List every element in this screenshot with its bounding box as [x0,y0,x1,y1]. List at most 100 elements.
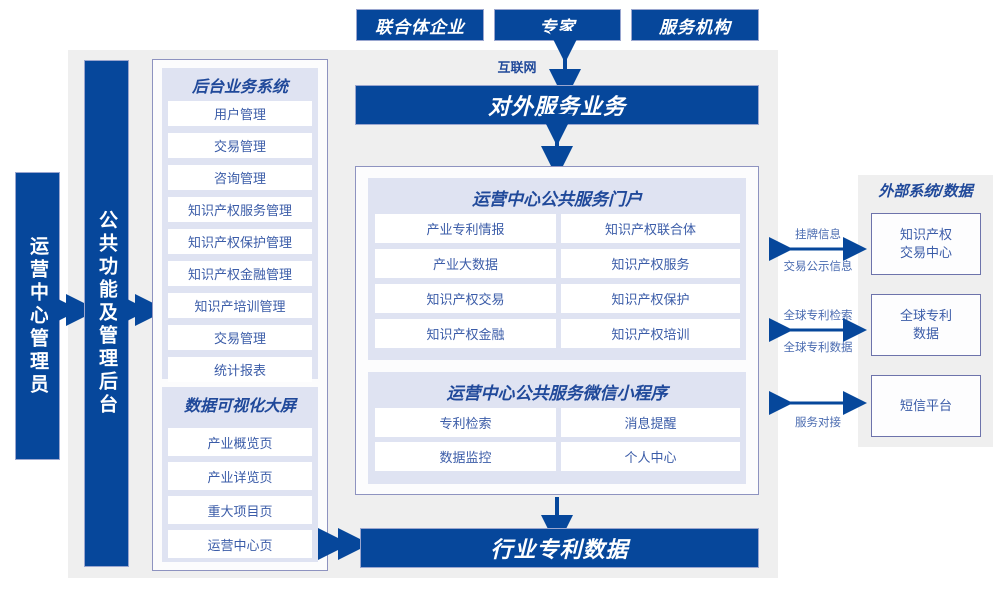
miniprogram-item[interactable]: 专利检索 [375,408,556,437]
top-actor-专家[interactable]: 专家 [494,9,621,41]
visualization-item[interactable]: 运营中心页 [168,530,312,558]
portal-item[interactable]: 知识产权服务 [561,249,740,278]
portal-title-text: 运营中心公共服务门户 [472,189,642,209]
admin-to-public-function-arrow [48,294,98,326]
external-connection-label-below: 交易公示信息 [772,258,864,274]
visualization-item-label: 产业详览页 [207,469,273,485]
portal-item-label: 知识产权服务 [611,257,690,272]
external-box-label: 知识产权 交易中心 [899,227,952,260]
portal-title: 运营中心公共服务门户 [368,182,746,212]
backend-item-label: 统计报表 [213,363,266,378]
internet-arrow [549,31,581,101]
backend-item-label: 知识产权金融管理 [187,267,292,282]
left-column-operations-admin[interactable]: 运营中心管理员 [15,172,60,460]
backend-item-label: 交易管理 [213,139,266,154]
left-column-label: 运营中心管理员 [27,235,48,397]
data-visualization-title: 数据可视化大屏 [162,390,318,418]
visualization-item-label: 运营中心页 [207,537,273,553]
external-service-bar[interactable]: 对外服务业务 [355,85,759,125]
portal-item-label: 知识产权交易 [426,292,505,307]
external-connection-label-text: 全球专利检索 [783,310,853,322]
external-box-ip-trading-center[interactable]: 知识产权 交易中心 [871,213,981,275]
internet-label-text: 互联网 [497,60,537,75]
portal-item[interactable]: 产业专利情报 [375,214,556,243]
visualization-item-label: 重大项目页 [207,503,273,519]
external-box-sms-platform[interactable]: 短信平台 [871,375,981,437]
external-connection-label-text: 交易公示信息 [783,261,853,273]
backend-item[interactable]: 知识产权保护管理 [168,229,312,254]
backend-item[interactable]: 知识产权金融管理 [168,261,312,286]
portal-to-industry-data-arrow [541,497,573,547]
external-connection-label-text: 挂牌信息 [795,229,841,241]
external-box-label: 全球专利 数据 [899,308,952,341]
backend-item[interactable]: 知识产权服务管理 [168,197,312,222]
portal-item-label: 知识产权联合体 [604,222,696,237]
portal-item-label: 产业大数据 [432,257,498,272]
backend-item-label: 知识产权保护管理 [187,235,292,250]
backend-to-industry-data-arrow [318,528,370,560]
external-connection-label-above: 全球专利检索 [772,307,864,323]
top-actor-label: 联合体企业 [375,17,465,37]
external-connection-label-text: 全球专利数据 [783,342,853,354]
visualization-item[interactable]: 产业概览页 [168,428,312,456]
backend-business-title-text: 后台业务系统 [191,79,288,96]
industry-patent-data-label: 行业专利数据 [490,537,629,562]
miniprogram-title-text: 运营中心公共服务微信小程序 [446,383,668,403]
miniprogram-item[interactable]: 数据监控 [375,442,556,471]
visualization-item[interactable]: 产业详览页 [168,462,312,490]
external-connection-label-below: 全球专利数据 [772,339,864,355]
service-to-portal-arrow [541,114,573,178]
top-actor-label: 服务机构 [659,17,731,37]
portal-item-label: 知识产权保护 [611,292,690,307]
external-systems-title: 外部系统/数据 [858,180,993,204]
portal-item[interactable]: 知识产权保护 [561,284,740,313]
data-visualization-title-text: 数据可视化大屏 [183,398,296,415]
backend-item[interactable]: 交易管理 [168,325,312,350]
top-actor-联合体企业[interactable]: 联合体企业 [356,9,484,41]
external-connection-label-above: 挂牌信息 [775,226,861,242]
miniprogram-item-label: 数据监控 [439,450,492,465]
portal-item[interactable]: 知识产权交易 [375,284,556,313]
miniprogram-item-label: 消息提醒 [624,416,677,431]
backend-item[interactable]: 知识产培训管理 [168,293,312,318]
visualization-item[interactable]: 重大项目页 [168,496,312,524]
external-service-bar-label: 对外服务业务 [487,94,626,119]
miniprogram-item[interactable]: 个人中心 [561,442,740,471]
miniprogram-item[interactable]: 消息提醒 [561,408,740,437]
backend-item[interactable]: 咨询管理 [168,165,312,190]
miniprogram-item-label: 个人中心 [624,450,677,465]
portal-item-label: 知识产权培训 [611,327,690,342]
backend-item-label: 知识产权服务管理 [187,203,292,218]
portal-item-label: 产业专利情报 [426,222,505,237]
portal-item-label: 知识产权金融 [426,327,505,342]
left-column-public-function[interactable]: 公共功能及管理后台 [84,60,129,567]
internet-label: 互联网 [487,57,547,76]
backend-item-label: 知识产培训管理 [194,299,286,314]
external-systems-title-text: 外部系统/数据 [878,183,973,200]
visualization-item-label: 产业概览页 [207,435,273,451]
portal-item[interactable]: 知识产权金融 [375,319,556,348]
external-box-label: 短信平台 [899,398,952,414]
left-column-label: 公共功能及管理后台 [96,210,117,417]
external-connection-label-below: 服务对接 [772,414,864,430]
public-function-to-backend-arrow [117,294,167,326]
backend-item[interactable]: 交易管理 [168,133,312,158]
backend-item-label: 交易管理 [213,331,266,346]
external-connection-label-text: 服务对接 [795,417,841,429]
top-actor-服务机构[interactable]: 服务机构 [631,9,759,41]
portal-item[interactable]: 知识产权培训 [561,319,740,348]
external-connection-arrow-sms [769,391,867,415]
industry-patent-data-bar[interactable]: 行业专利数据 [360,528,759,568]
top-actor-label: 专家 [539,17,576,37]
backend-item[interactable]: 用户管理 [168,101,312,126]
miniprogram-title: 运营中心公共服务微信小程序 [368,376,746,406]
external-box-global-patent-data[interactable]: 全球专利 数据 [871,294,981,356]
external-connection-arrow-ip-trading [769,237,867,261]
miniprogram-item-label: 专利检索 [439,416,492,431]
backend-business-title: 后台业务系统 [162,71,318,99]
portal-item[interactable]: 知识产权联合体 [561,214,740,243]
backend-item[interactable]: 统计报表 [168,357,312,382]
portal-item[interactable]: 产业大数据 [375,249,556,278]
external-connection-arrow-global-patent [769,318,867,342]
